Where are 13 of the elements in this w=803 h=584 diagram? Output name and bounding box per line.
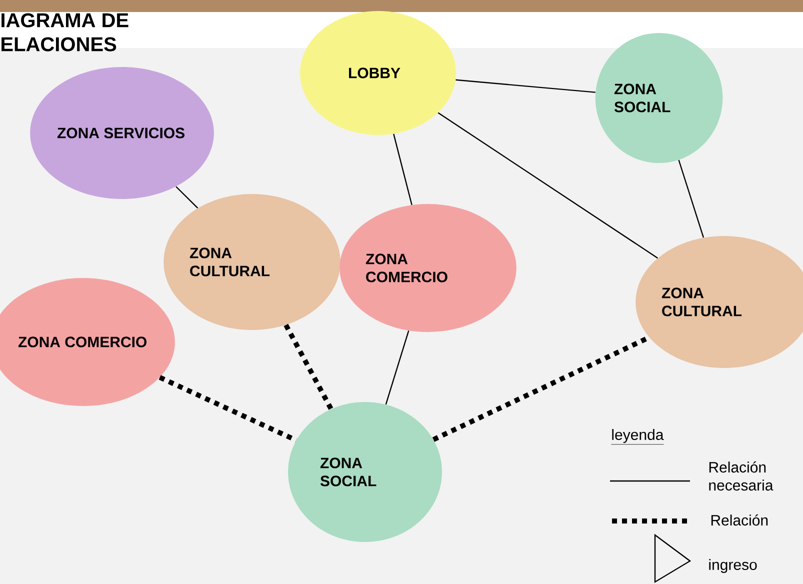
connector-line: [438, 112, 658, 259]
connector-line: [393, 134, 412, 206]
connector-line: [176, 186, 198, 209]
legend-text: ingreso: [709, 559, 757, 573]
connector-line: [385, 330, 410, 405]
connector-line: [284, 324, 334, 410]
legend-text: Relación necesaria: [709, 461, 774, 491]
title: IAGRAMA DE ELACIONES: [2, 13, 128, 52]
connector-line: [456, 79, 596, 93]
connector-line: [158, 375, 298, 443]
legend-heading: leyenda: [611, 429, 664, 445]
connector-line: [678, 160, 704, 238]
legend-text: Relación: [711, 514, 768, 526]
